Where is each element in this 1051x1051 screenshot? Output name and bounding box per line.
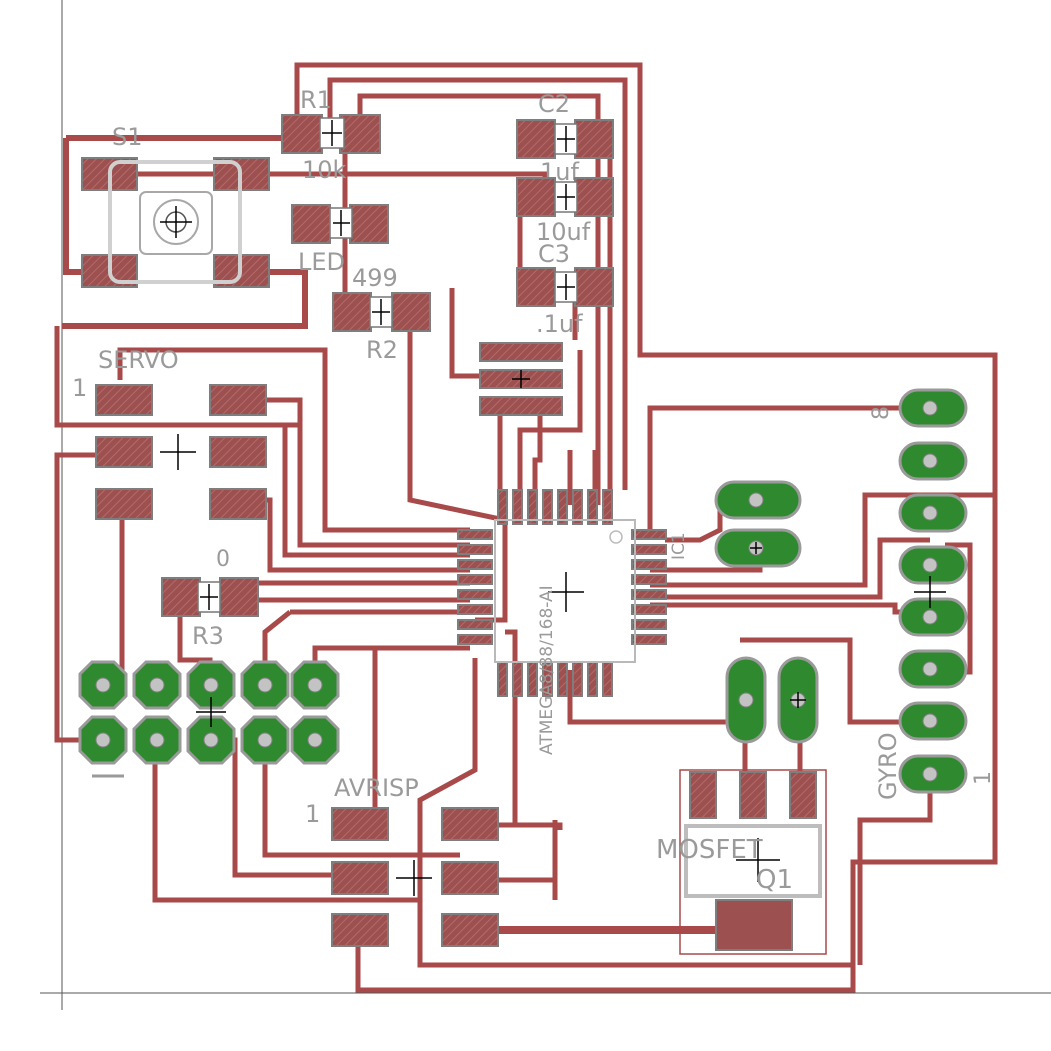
r3-value: 0 [216,547,230,572]
c3-value: .1uf [536,310,583,338]
board-edge [40,0,1051,1010]
c3-label: C3 [538,240,570,268]
led: LED [291,204,389,276]
s1-label: S1 [112,123,143,151]
q1-label: Q1 [756,865,793,895]
servo-pin1: 1 [72,374,87,402]
avrisp-label: AVRISP [334,774,419,802]
mosfet-label: MOSFET [656,835,763,865]
gyro-pin1: 1 [971,771,996,785]
ic-ref: IC1 [669,532,689,560]
r2-value: 499 [352,264,398,292]
avrisp-pin1: 1 [305,800,320,828]
resistor-r1: R1 10k [281,86,381,184]
pin-header-2x5 [78,660,340,778]
switch-s1: S1 [81,123,270,288]
ic-name: ATMEGA8/88/168-AI [537,585,557,755]
capacitor-10uf: 10uf [516,177,614,246]
gyro-label: GYRO [874,732,902,800]
regulator-pads [479,342,563,416]
ic1-atmega: ATMEGA8/88/168-AI IC1 [457,489,689,755]
r3-label: R3 [192,622,224,650]
avrisp-connector: AVRISP 1 [305,774,499,947]
c2-label: C2 [538,90,570,118]
mosfet-q1: MOSFET Q1 [656,656,827,955]
servo-label: SERVO [98,346,179,374]
led-label: LED [298,248,345,276]
resistor-r2: 499 R2 [332,264,431,364]
c-mid-value: 10uf [536,218,591,246]
gyro-header: 8 GYRO 1 [869,388,996,800]
header-pin8: 8 [869,406,894,420]
r2-label: R2 [366,336,398,364]
r1-value: 10k [302,156,347,184]
r1-label: R1 [300,86,332,114]
two-pin-connector [714,480,802,568]
capacitor-c3: C3 .1uf [516,240,614,338]
resistor-r3: 0 R3 [161,547,259,650]
servo-connector: SERVO 1 [72,346,267,520]
